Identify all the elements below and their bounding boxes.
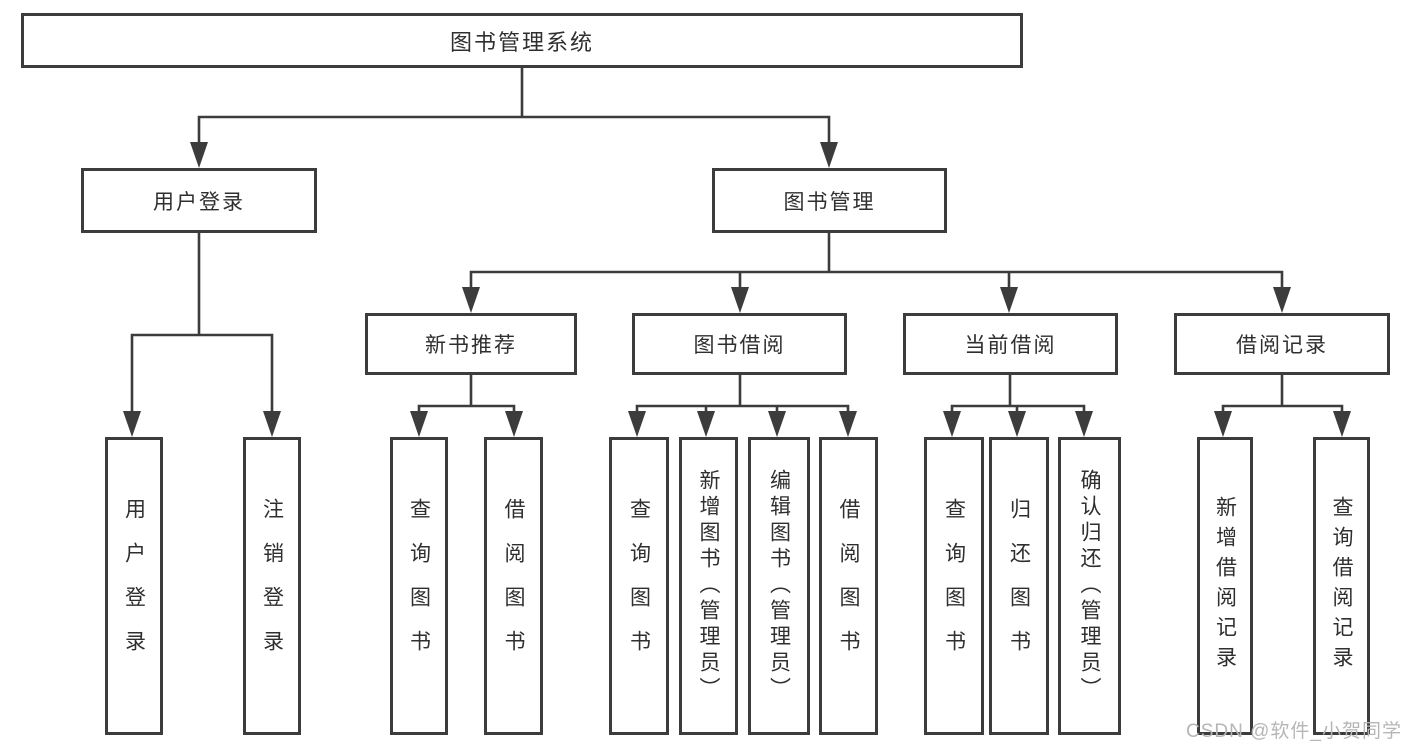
arrowheads bbox=[123, 142, 1351, 437]
leaf-add-books-admin: 新增图书（管理员） bbox=[679, 437, 738, 735]
leaf-edit-books-admin: 编辑图书（管理员） bbox=[748, 437, 810, 735]
node-book-management: 图书管理 bbox=[712, 168, 947, 233]
node-label: 图书借阅 bbox=[693, 334, 786, 357]
leaf-confirm-return-admin: 确认归还（管理员） bbox=[1058, 437, 1121, 735]
leaf-label: 归还图书 bbox=[1007, 498, 1031, 674]
leaf-query-books: 查询图书 bbox=[390, 437, 448, 735]
node-root-system: 图书管理系统 bbox=[21, 13, 1023, 68]
node-label: 图书管理 bbox=[783, 190, 876, 214]
leaf-label: 查询图书 bbox=[627, 498, 651, 674]
leaf-label: 借阅图书 bbox=[502, 498, 525, 674]
leaf-logout: 注销登录 bbox=[243, 437, 301, 735]
node-label: 借阅记录 bbox=[1236, 334, 1328, 357]
leaf-label: 查询图书 bbox=[407, 498, 431, 674]
node-current-borrowing: 当前借阅 bbox=[903, 313, 1118, 375]
leaf-query-books: 查询图书 bbox=[924, 437, 984, 735]
leaf-query-borrow-record: 查询借阅记录 bbox=[1313, 437, 1370, 735]
leaf-label: 新增图书（管理员） bbox=[697, 469, 720, 703]
node-root-label: 图书管理系统 bbox=[449, 29, 594, 55]
leaf-add-borrow-record: 新增借阅记录 bbox=[1197, 437, 1253, 735]
leaf-label: 用户登录 bbox=[122, 498, 146, 674]
leaf-label: 确认归还（管理员） bbox=[1078, 469, 1101, 703]
leaf-label: 新增借阅记录 bbox=[1213, 496, 1237, 676]
node-book-borrowing: 图书借阅 bbox=[632, 313, 847, 375]
node-label: 新书推荐 bbox=[425, 334, 517, 357]
leaf-label: 查询借阅记录 bbox=[1330, 496, 1353, 676]
leaf-label: 查询图书 bbox=[942, 498, 966, 674]
leaf-label: 注销登录 bbox=[260, 498, 284, 674]
leaf-label: 借阅图书 bbox=[837, 498, 860, 674]
node-borrowing-records: 借阅记录 bbox=[1174, 313, 1390, 375]
leaf-label: 编辑图书（管理员） bbox=[767, 469, 791, 703]
leaf-user-login: 用户登录 bbox=[105, 437, 163, 735]
node-label: 用户登录 bbox=[153, 190, 245, 214]
leaf-return-books: 归还图书 bbox=[989, 437, 1049, 735]
leaf-borrow-books: 借阅图书 bbox=[819, 437, 878, 735]
csdn-watermark: CSDN @软件_小贺同学 bbox=[1186, 721, 1402, 742]
node-label: 当前借阅 bbox=[964, 334, 1057, 357]
leaf-query-books: 查询图书 bbox=[609, 437, 669, 735]
node-new-book-recommend: 新书推荐 bbox=[365, 313, 577, 375]
leaf-borrow-books: 借阅图书 bbox=[484, 437, 543, 735]
node-user-login: 用户登录 bbox=[81, 168, 317, 233]
